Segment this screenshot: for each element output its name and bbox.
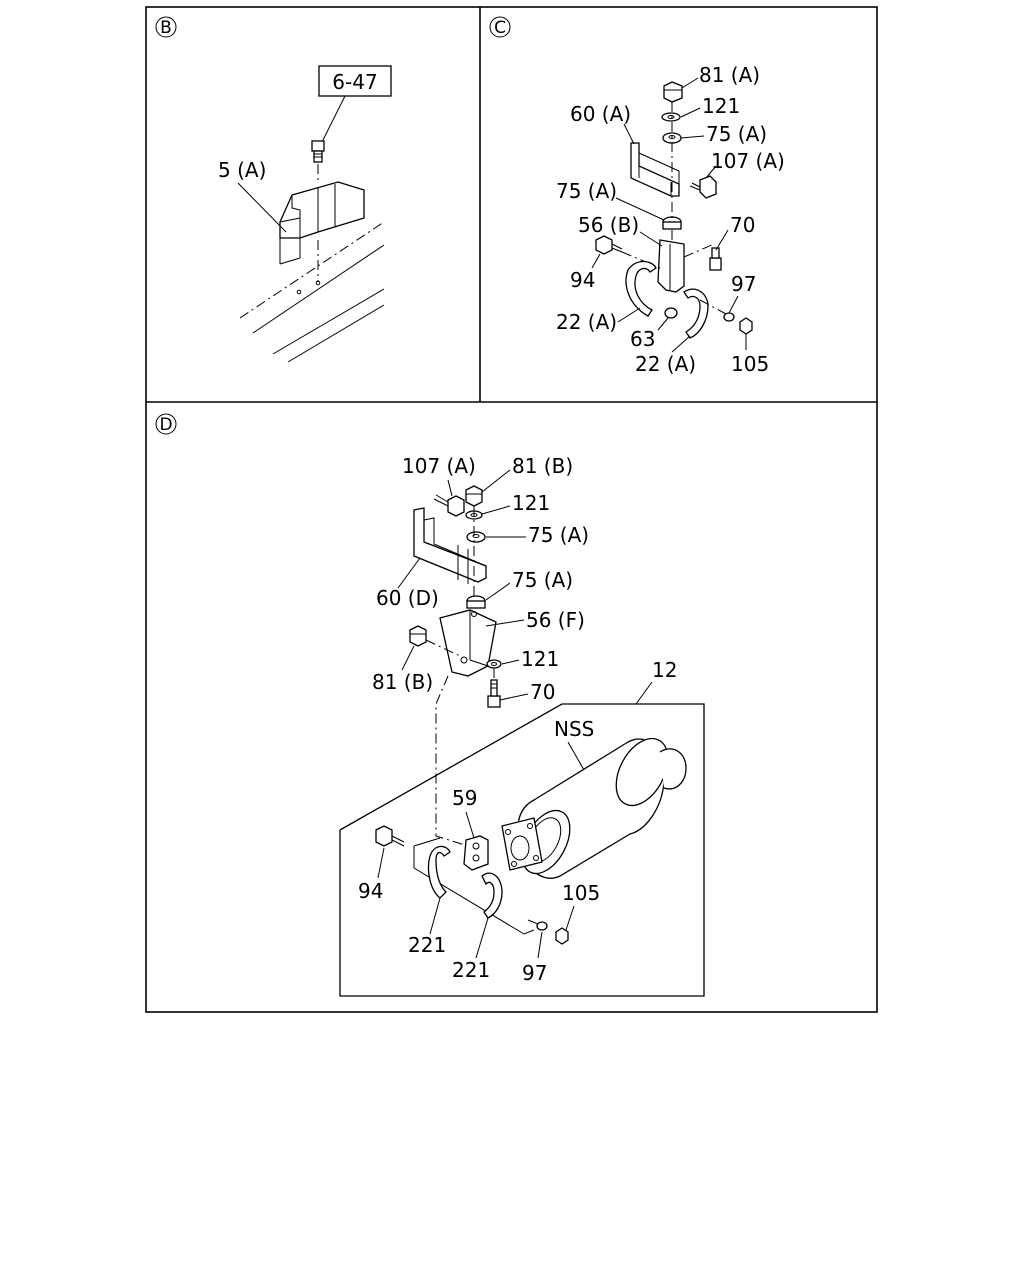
bracket-icon — [630, 142, 680, 197]
cushion-icon — [662, 216, 682, 230]
panel-b-letter: B — [160, 18, 172, 38]
callout-121-lower: 121 — [521, 647, 559, 671]
heat-shield-icon — [279, 181, 365, 265]
panel-b: B 6-47 — [155, 16, 392, 363]
callout-94: 94 — [358, 879, 383, 903]
callout-60d: 60 (D) — [376, 586, 439, 610]
nut-icon — [739, 317, 753, 335]
washer-icon — [661, 112, 681, 122]
washer-icon — [723, 312, 735, 322]
bracket-icon — [413, 507, 487, 584]
callout-121: 121 — [702, 94, 740, 118]
reference-box-6-47: 6-47 — [318, 65, 392, 143]
callout-56f: 56 (F) — [526, 608, 585, 632]
panel-b-marker: B — [155, 16, 177, 38]
bolt-icon — [433, 494, 465, 517]
panel-d-letter: D — [159, 415, 172, 435]
nut-icon — [465, 485, 483, 507]
callout-63: 63 — [630, 327, 655, 351]
panel-c-letter: C — [494, 18, 506, 38]
clamp-icon — [427, 845, 451, 899]
callout-75a-lower: 75 (A) — [512, 568, 573, 592]
nut-icon — [555, 927, 569, 945]
callout-75a-lower: 75 (A) — [556, 179, 617, 203]
callout-5a: 5 (A) — [218, 158, 266, 182]
clamp-icon — [683, 288, 709, 339]
cushion-icon — [466, 595, 486, 609]
callout-75a-upper: 75 (A) — [706, 122, 767, 146]
callout-70: 70 — [730, 213, 755, 237]
bolt-icon — [595, 235, 623, 255]
frame-rails — [239, 221, 385, 363]
spacer-icon — [664, 307, 678, 319]
washer-icon — [536, 921, 548, 931]
panel-d-marker: D — [155, 413, 177, 435]
clamp-icon — [625, 260, 657, 317]
callout-121-upper: 121 — [512, 491, 550, 515]
callout-105: 105 — [731, 352, 769, 376]
callout-107a: 107 (A) — [402, 454, 476, 478]
callout-105: 105 — [562, 881, 600, 905]
panel-d: D — [155, 413, 705, 997]
panel-frames — [145, 6, 878, 1013]
nut-icon — [663, 81, 683, 103]
panel-c: C — [489, 16, 785, 376]
callout-81a: 81 (A) — [699, 63, 760, 87]
callout-59: 59 — [452, 786, 477, 810]
reference-box-label: 6-47 — [332, 70, 377, 94]
callout-94: 94 — [570, 268, 595, 292]
bracket-icon — [463, 835, 489, 871]
washer-icon — [486, 659, 502, 669]
bolt-icon — [689, 175, 717, 199]
callout-221-left: 221 — [408, 933, 446, 957]
callout-12: 12 — [652, 658, 677, 682]
cushion-icon — [466, 531, 486, 543]
mounting-bracket-icon — [657, 230, 685, 293]
clamp-icon — [481, 872, 503, 919]
callout-97: 97 — [731, 272, 756, 296]
callout-56b: 56 (B) — [578, 213, 639, 237]
bolt-icon — [375, 825, 405, 847]
callout-81b-lower: 81 (B) — [372, 670, 433, 694]
panel-c-marker: C — [489, 16, 511, 38]
bolt-icon — [487, 679, 501, 708]
bolt-icon — [709, 247, 722, 271]
callout-81b-upper: 81 (B) — [512, 454, 573, 478]
callout-97: 97 — [522, 961, 547, 985]
callout-221-right: 221 — [452, 958, 490, 982]
muffler-assembly-box — [339, 703, 705, 997]
callout-22a-right: 22 (A) — [635, 352, 696, 376]
inlet-flange-icon — [501, 817, 543, 871]
callout-107a: 107 (A) — [711, 149, 785, 173]
bolt-icon — [311, 140, 325, 163]
callout-70: 70 — [530, 680, 555, 704]
callout-75a-upper: 75 (A) — [528, 523, 589, 547]
nut-icon — [409, 625, 427, 647]
callout-60a: 60 (A) — [570, 102, 631, 126]
callout-nss: NSS — [554, 717, 594, 741]
callout-22a-left: 22 (A) — [556, 310, 617, 334]
